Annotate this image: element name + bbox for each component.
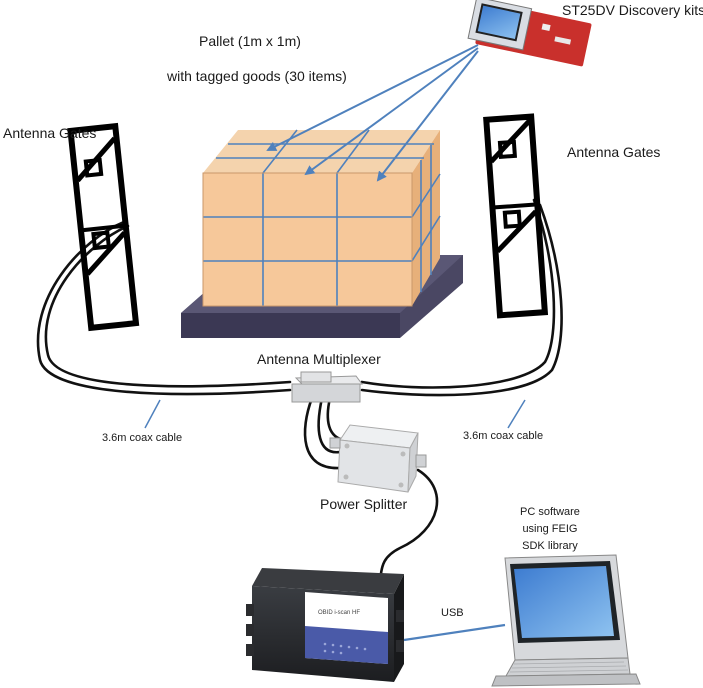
coax-right-leader (507, 399, 526, 429)
antenna-gate-left (67, 122, 140, 332)
pc-software-line-2: using FEIG (522, 523, 578, 535)
discovery-kits-label: ST25DV Discovery kits (562, 2, 703, 18)
pc-software-label: PC software using FEIG SDK library (520, 504, 580, 555)
tag-arrows (266, 44, 479, 182)
antenna-gates-right-label: Antenna Gates (567, 144, 661, 160)
pallet-subtitle: with tagged goods (30 items) (167, 68, 347, 84)
pc-software-line-1: PC software (520, 506, 580, 518)
antenna-gates-left-label: Antenna Gates (3, 125, 97, 141)
pc-software-line-3: SDK library (522, 540, 578, 552)
coax-left-leader (144, 399, 161, 429)
antenna-multiplexer (291, 371, 363, 403)
power-splitter (329, 424, 427, 493)
reader-brand-text: OBID i-scan HF (318, 610, 360, 616)
antenna-gate-right (483, 113, 549, 319)
coax-right-label: 3.6m coax cable (463, 430, 544, 442)
box-stack (202, 129, 441, 307)
coax-left-label: 3.6m coax cable (102, 432, 183, 444)
pallet-title: Pallet (1m x 1m) (199, 33, 301, 49)
multiplexer-label: Antenna Multiplexer (257, 351, 381, 367)
power-splitter-label: Power Splitter (320, 496, 408, 512)
rfid-reader: OBID i-scan HF (246, 568, 404, 682)
usb-label: USB (441, 607, 464, 619)
discovery-kit-board (467, 0, 592, 67)
laptop (491, 554, 641, 687)
usb-cable (403, 623, 506, 642)
